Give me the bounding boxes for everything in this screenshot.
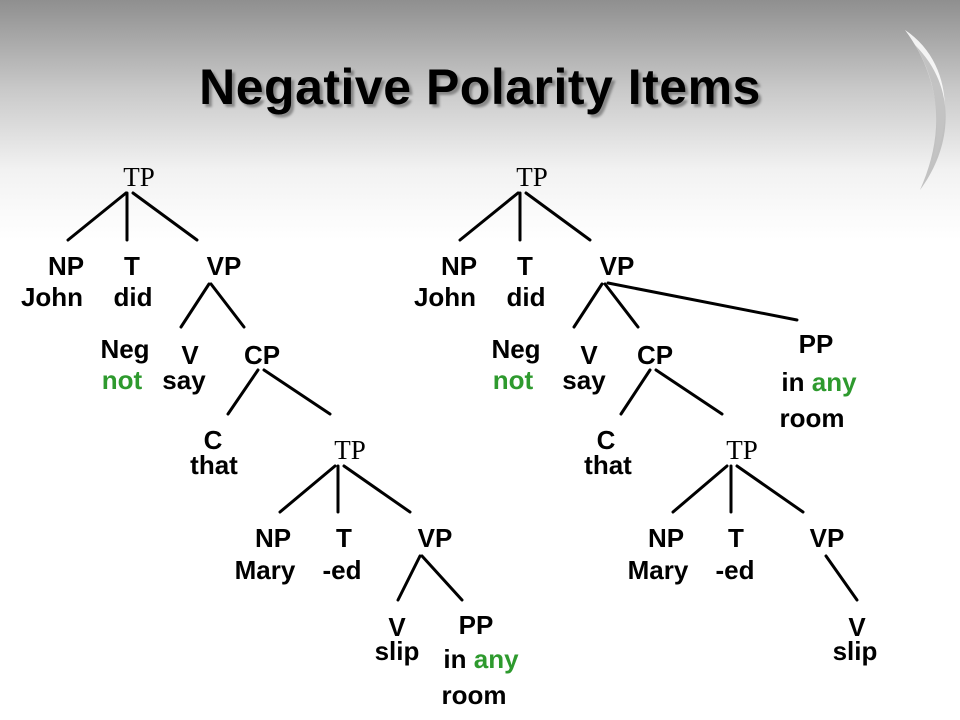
right-pp-room: room	[780, 403, 845, 433]
left-t-word: did	[114, 282, 153, 312]
right-v-word: say	[562, 365, 606, 395]
right-cp-label: CP	[637, 340, 673, 370]
right-tp-root: TP	[516, 162, 548, 192]
left-v-label: V	[181, 340, 199, 370]
left-v2-word: slip	[375, 636, 420, 666]
right-vp2-label: VP	[810, 523, 845, 553]
right-np-word: John	[414, 282, 476, 312]
left-tp-inner: TP	[334, 435, 366, 465]
right-v-label: V	[580, 340, 598, 370]
left-c-label: C	[204, 425, 223, 455]
left-np2-label: NP	[255, 523, 291, 553]
right-pp-phrase: in any	[781, 367, 857, 397]
right-pp-any: any	[812, 367, 857, 397]
left-pp-label: PP	[459, 610, 494, 640]
left-np-word: John	[21, 282, 83, 312]
left-pp-phrase: in any	[443, 644, 519, 674]
right-c-word: that	[584, 450, 632, 480]
page-title: Negative Polarity Items	[199, 59, 761, 115]
right-vp-label: VP	[600, 251, 635, 281]
right-neg-label: Neg	[491, 334, 540, 364]
left-np-label: NP	[48, 251, 84, 281]
right-v2-word: slip	[833, 636, 878, 666]
left-tp-root: TP	[123, 162, 155, 192]
right-t2-word: -ed	[716, 555, 755, 585]
right-t-word: did	[507, 282, 546, 312]
left-pp-in: in	[443, 644, 466, 674]
left-vp-label: VP	[207, 251, 242, 281]
right-v2-label: V	[848, 612, 866, 642]
right-pp-in: in	[781, 367, 804, 397]
right-np2-word: Mary	[628, 555, 689, 585]
right-c-label: C	[597, 425, 616, 455]
left-t2-label: T	[336, 523, 352, 553]
left-cp-label: CP	[244, 340, 280, 370]
left-neg-word: not	[102, 365, 143, 395]
left-c-word: that	[190, 450, 238, 480]
left-np2-word: Mary	[235, 555, 296, 585]
right-pp-label: PP	[799, 329, 834, 359]
right-tree-edges	[458, 191, 859, 602]
left-v-word: say	[162, 365, 206, 395]
left-pp-any: any	[474, 644, 519, 674]
right-t-label: T	[517, 251, 533, 281]
right-np-label: NP	[441, 251, 477, 281]
left-t2-word: -ed	[323, 555, 362, 585]
right-tp-inner: TP	[726, 435, 758, 465]
left-tree-edges	[66, 191, 464, 602]
right-t2-label: T	[728, 523, 744, 553]
left-pp-room: room	[442, 680, 507, 710]
right-np2-label: NP	[648, 523, 684, 553]
left-t-label: T	[124, 251, 140, 281]
left-vp2-label: VP	[418, 523, 453, 553]
left-neg-label: Neg	[100, 334, 149, 364]
left-v2-label: V	[388, 612, 406, 642]
right-neg-word: not	[493, 365, 534, 395]
